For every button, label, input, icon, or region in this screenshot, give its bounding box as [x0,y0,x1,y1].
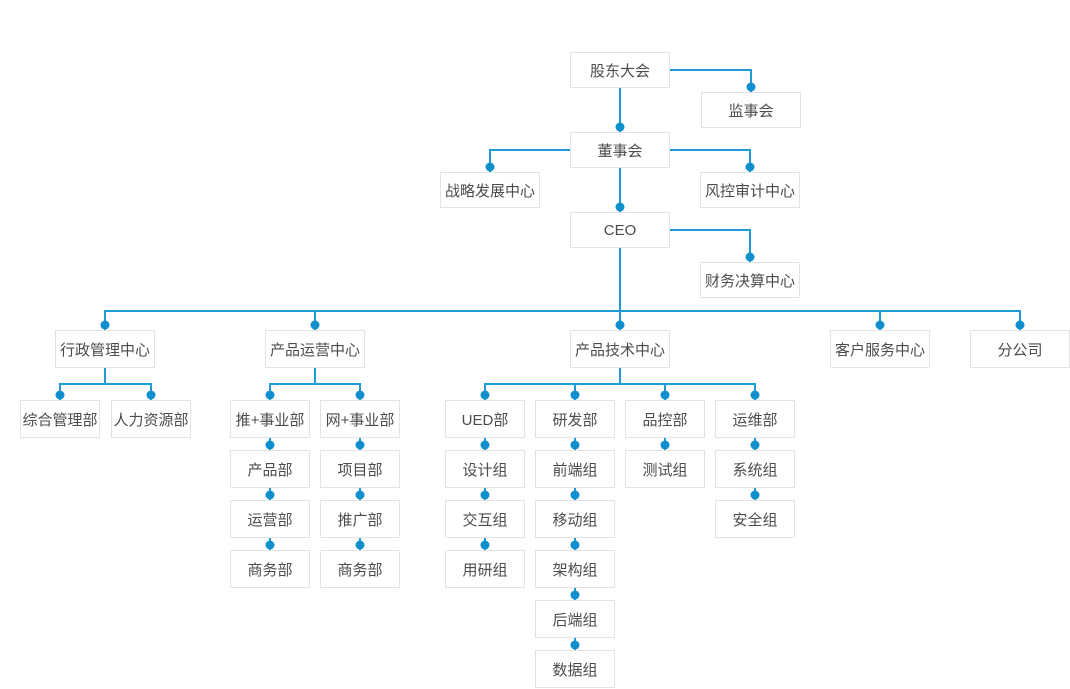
org-node-backend-group: 后端组 [535,600,615,638]
org-node-tui-business-dept: 推+事业部 [230,400,310,438]
org-node-business-dept-1: 商务部 [230,550,310,588]
connector-dot [570,540,580,550]
connector-dot [355,440,365,450]
connector-dot [750,490,760,500]
org-node-general-mgmt-dept: 综合管理部 [20,400,100,438]
connector-hline [670,229,751,231]
connector-dot [660,390,670,400]
org-node-frontend-group: 前端组 [535,450,615,488]
org-node-architecture-group: 架构组 [535,550,615,588]
org-node-promotion-dept: 推广部 [320,500,400,538]
connector-dot [355,490,365,500]
org-node-security-group: 安全组 [715,500,795,538]
connector-dot [745,162,755,172]
connector-dot [480,390,490,400]
connector-vline [619,88,621,132]
connector-vline [619,168,621,212]
connector-dot [146,390,156,400]
org-node-product-tech-center: 产品技术中心 [570,330,670,368]
org-node-board-of-directors: 董事会 [570,132,670,168]
org-node-ceo: CEO [570,212,670,248]
org-node-supervisory-board: 监事会 [701,92,801,128]
org-node-product-ops-center: 产品运营中心 [265,330,365,368]
org-node-customer-service-center: 客户服务中心 [830,330,930,368]
connector-dot [55,390,65,400]
org-node-interaction-group: 交互组 [445,500,525,538]
connector-vline [619,248,621,330]
connector-dot [570,640,580,650]
connector-dot [615,320,625,330]
connector-dot [100,320,110,330]
connector-dot [745,252,755,262]
connector-vline [104,368,106,385]
connector-vline [489,149,491,172]
connector-dot [265,490,275,500]
connector-dot [355,390,365,400]
org-node-project-dept: 项目部 [320,450,400,488]
org-node-system-group: 系统组 [715,450,795,488]
org-node-strategic-dev-center: 战略发展中心 [440,172,540,208]
connector-dot [310,320,320,330]
connector-dot [875,320,885,330]
connector-dot [750,390,760,400]
connector-dot [1015,320,1025,330]
org-node-qc-dept: 品控部 [625,400,705,438]
connector-vline [749,229,751,262]
connector-vline [749,149,751,172]
org-node-financial-settlement-center: 财务决算中心 [700,262,800,298]
connector-hline [670,69,752,71]
connector-vline [314,310,316,330]
org-node-business-dept-2: 商务部 [320,550,400,588]
connector-hline [670,149,751,151]
connector-dot [265,440,275,450]
org-node-product-dept: 产品部 [230,450,310,488]
connector-dot [750,440,760,450]
org-node-design-group: 设计组 [445,450,525,488]
org-node-rd-dept: 研发部 [535,400,615,438]
connector-dot [570,490,580,500]
connector-dot [615,202,625,212]
org-node-risk-audit-center: 风控审计中心 [700,172,800,208]
connector-dot [570,390,580,400]
org-node-wang-business-dept: 网+事业部 [320,400,400,438]
connector-dot [355,540,365,550]
org-node-admin-center: 行政管理中心 [55,330,155,368]
connector-dot [480,440,490,450]
connector-dot [480,540,490,550]
org-node-user-research-group: 用研组 [445,550,525,588]
connector-vline [1019,310,1021,330]
connector-dot [746,82,756,92]
org-node-testing-group: 测试组 [625,450,705,488]
connector-dot [660,440,670,450]
org-node-data-group: 数据组 [535,650,615,688]
connector-vline [750,69,752,92]
connector-dot [480,490,490,500]
connector-dot [570,590,580,600]
org-node-shareholders: 股东大会 [570,52,670,88]
connector-vline [619,368,621,385]
org-node-mobile-group: 移动组 [535,500,615,538]
connector-dot [265,540,275,550]
connector-vline [104,310,106,330]
connector-dot [570,440,580,450]
connector-hline [104,310,1021,312]
connector-dot [265,390,275,400]
connector-dot [615,122,625,132]
org-node-ops-maintenance-dept: 运维部 [715,400,795,438]
connector-vline [314,368,316,385]
org-node-hr-dept: 人力资源部 [111,400,191,438]
org-node-ued-dept: UED部 [445,400,525,438]
connector-dot [485,162,495,172]
org-node-operations-dept: 运营部 [230,500,310,538]
connector-hline [489,149,570,151]
connector-vline [879,310,881,330]
org-node-branch-company: 分公司 [970,330,1070,368]
